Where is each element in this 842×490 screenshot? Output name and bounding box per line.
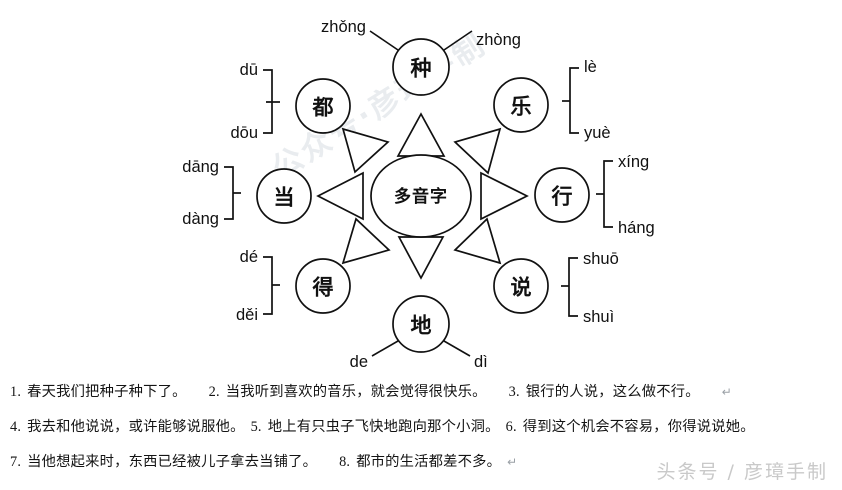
node-de-reading-2: děi bbox=[236, 306, 258, 324]
sentence-1-number: 1. bbox=[10, 384, 22, 400]
center-node-circle bbox=[370, 154, 472, 238]
node-di[interactable]: 地 de dì bbox=[350, 295, 488, 371]
node-xing-bracket bbox=[603, 160, 613, 228]
center-node-label: 多音字 bbox=[394, 186, 448, 207]
sentence-1-text: 春天我们把种子种下了。 bbox=[27, 384, 187, 400]
sentence-2-number: 2. bbox=[208, 384, 220, 400]
example-sentences: 1. 春天我们把种子种下了。 2. 当我听到喜欢的音乐，就会觉得很快乐。 3. 银行的人说… bbox=[0, 374, 842, 490]
arrow-group bbox=[316, 112, 529, 280]
node-dou-label: 都 bbox=[312, 95, 334, 120]
paragraph-mark-1: ↵ bbox=[721, 385, 733, 399]
node-dang-circle[interactable] bbox=[256, 168, 312, 224]
sentence-3-number: 3. bbox=[508, 384, 520, 400]
node-de[interactable]: 得 dé děi bbox=[236, 248, 351, 324]
node-le-circle[interactable] bbox=[493, 77, 549, 133]
node-di-circle[interactable] bbox=[392, 295, 450, 353]
arrow-up-right-icon bbox=[453, 127, 502, 175]
sentence-5-number: 5. bbox=[250, 419, 262, 435]
node-de-label: 得 bbox=[312, 275, 334, 300]
node-zhong-leader-left bbox=[369, 30, 399, 51]
node-dang-reading-2: dàng bbox=[182, 210, 219, 228]
sentence-7-number: 7. bbox=[10, 454, 22, 470]
node-xing-reading-1: xíng bbox=[618, 153, 649, 171]
sentence-4-number: 4. bbox=[10, 419, 22, 435]
center-node: 多音字 bbox=[370, 154, 472, 238]
node-xing[interactable]: 行 xíng háng bbox=[534, 153, 655, 237]
node-le-label: 乐 bbox=[511, 94, 532, 119]
sentence-3-text: 银行的人说，这么做不行。 bbox=[525, 384, 700, 400]
sentence-line-2: 4. 我去和他说说，或许能够说服他。 5. 地上有只虫子飞快地跑向那个小洞。 6. 得到这… bbox=[10, 415, 834, 436]
node-dou-reading-2: dōu bbox=[230, 124, 258, 142]
node-shuo-reading-1: shuō bbox=[583, 250, 619, 268]
node-dang-bracket bbox=[224, 166, 234, 220]
paragraph-mark-2: ↵ bbox=[507, 455, 518, 469]
node-de-circle[interactable] bbox=[295, 258, 351, 314]
sentence-2-text: 当我听到喜欢的音乐，就会觉得很快乐。 bbox=[225, 384, 487, 400]
sentence-7-text: 当他想起来时，东西已经被儿子拿去当铺了。 bbox=[27, 454, 318, 470]
node-le-bracket bbox=[569, 67, 579, 134]
sentence-6-text: 得到这个机会不容易，你得说说她。 bbox=[522, 419, 755, 435]
node-di-leader-right bbox=[443, 340, 471, 357]
node-shuo[interactable]: 说 shuō shuì bbox=[493, 250, 619, 326]
node-zhong-reading-2: zhòng bbox=[476, 31, 521, 49]
node-di-reading-2: dì bbox=[474, 353, 488, 371]
sentence-8-text: 都市的生活都差不多。 bbox=[356, 454, 502, 470]
node-di-label: 地 bbox=[411, 313, 432, 338]
node-dang-reading-1: dāng bbox=[182, 158, 219, 176]
node-xing-circle[interactable] bbox=[534, 167, 590, 223]
node-zhong-label: 种 bbox=[410, 56, 432, 81]
node-shuo-circle[interactable] bbox=[493, 258, 549, 314]
node-dang[interactable]: 当 dāng dàng bbox=[182, 158, 312, 228]
node-le-reading-2: yuè bbox=[584, 124, 611, 142]
node-shuo-reading-2: shuì bbox=[583, 308, 614, 326]
node-de-reading-1: dé bbox=[240, 248, 258, 266]
node-de-bracket bbox=[263, 256, 273, 315]
node-le-reading-1: lè bbox=[584, 58, 597, 76]
node-le[interactable]: 乐 lè yuè bbox=[493, 58, 611, 142]
sentence-8-number: 8. bbox=[339, 454, 351, 470]
corner-watermark: 头条号 / 彦璋手制 bbox=[656, 461, 828, 483]
sentence-line-3: 7. 当他想起来时，东西已经被儿子拿去当铺了。 8. 都市的生活都差不多。 ↵ bbox=[10, 450, 834, 471]
sentence-4-text: 我去和他说说，或许能够说服他。 bbox=[27, 419, 245, 435]
arrow-down-icon bbox=[397, 236, 445, 280]
node-shuo-bracket bbox=[568, 257, 578, 317]
arrow-down-right-icon bbox=[453, 217, 502, 265]
sentence-6-number: 6. bbox=[505, 419, 517, 435]
sentence-line-1: 1. 春天我们把种子种下了。 2. 当我听到喜欢的音乐，就会觉得很快乐。 3. 银行的人说… bbox=[10, 380, 834, 401]
node-xing-reading-2: háng bbox=[618, 219, 655, 237]
node-dou-bracket bbox=[263, 69, 273, 134]
node-di-reading-1: de bbox=[350, 353, 368, 371]
arrow-left-icon bbox=[316, 171, 364, 221]
node-di-leader-left bbox=[371, 340, 399, 357]
node-zhong-reading-1: zhǒng bbox=[321, 18, 366, 36]
arrow-right-icon bbox=[480, 171, 529, 221]
polyphone-mind-map: 多音字 种 zhǒng zhòng 都 dū dōu 乐 lè yuè bbox=[182, 18, 655, 371]
arrow-down-left-icon bbox=[341, 217, 391, 265]
arrow-up-left-icon bbox=[341, 127, 390, 174]
sentence-5-text: 地上有只虫子飞快地跑向那个小洞。 bbox=[267, 419, 500, 435]
node-dou[interactable]: 都 dū dōu bbox=[230, 61, 351, 142]
node-zhong[interactable]: 种 zhǒng zhòng bbox=[321, 18, 521, 96]
node-dou-circle[interactable] bbox=[295, 78, 351, 134]
node-xing-label: 行 bbox=[551, 184, 573, 209]
node-zhong-circle[interactable] bbox=[392, 38, 450, 96]
node-dang-label: 当 bbox=[274, 185, 295, 210]
node-zhong-leader-right bbox=[443, 30, 473, 51]
arrow-up-icon bbox=[396, 112, 446, 157]
node-shuo-label: 说 bbox=[511, 275, 532, 300]
node-dou-reading-1: dū bbox=[240, 61, 258, 79]
